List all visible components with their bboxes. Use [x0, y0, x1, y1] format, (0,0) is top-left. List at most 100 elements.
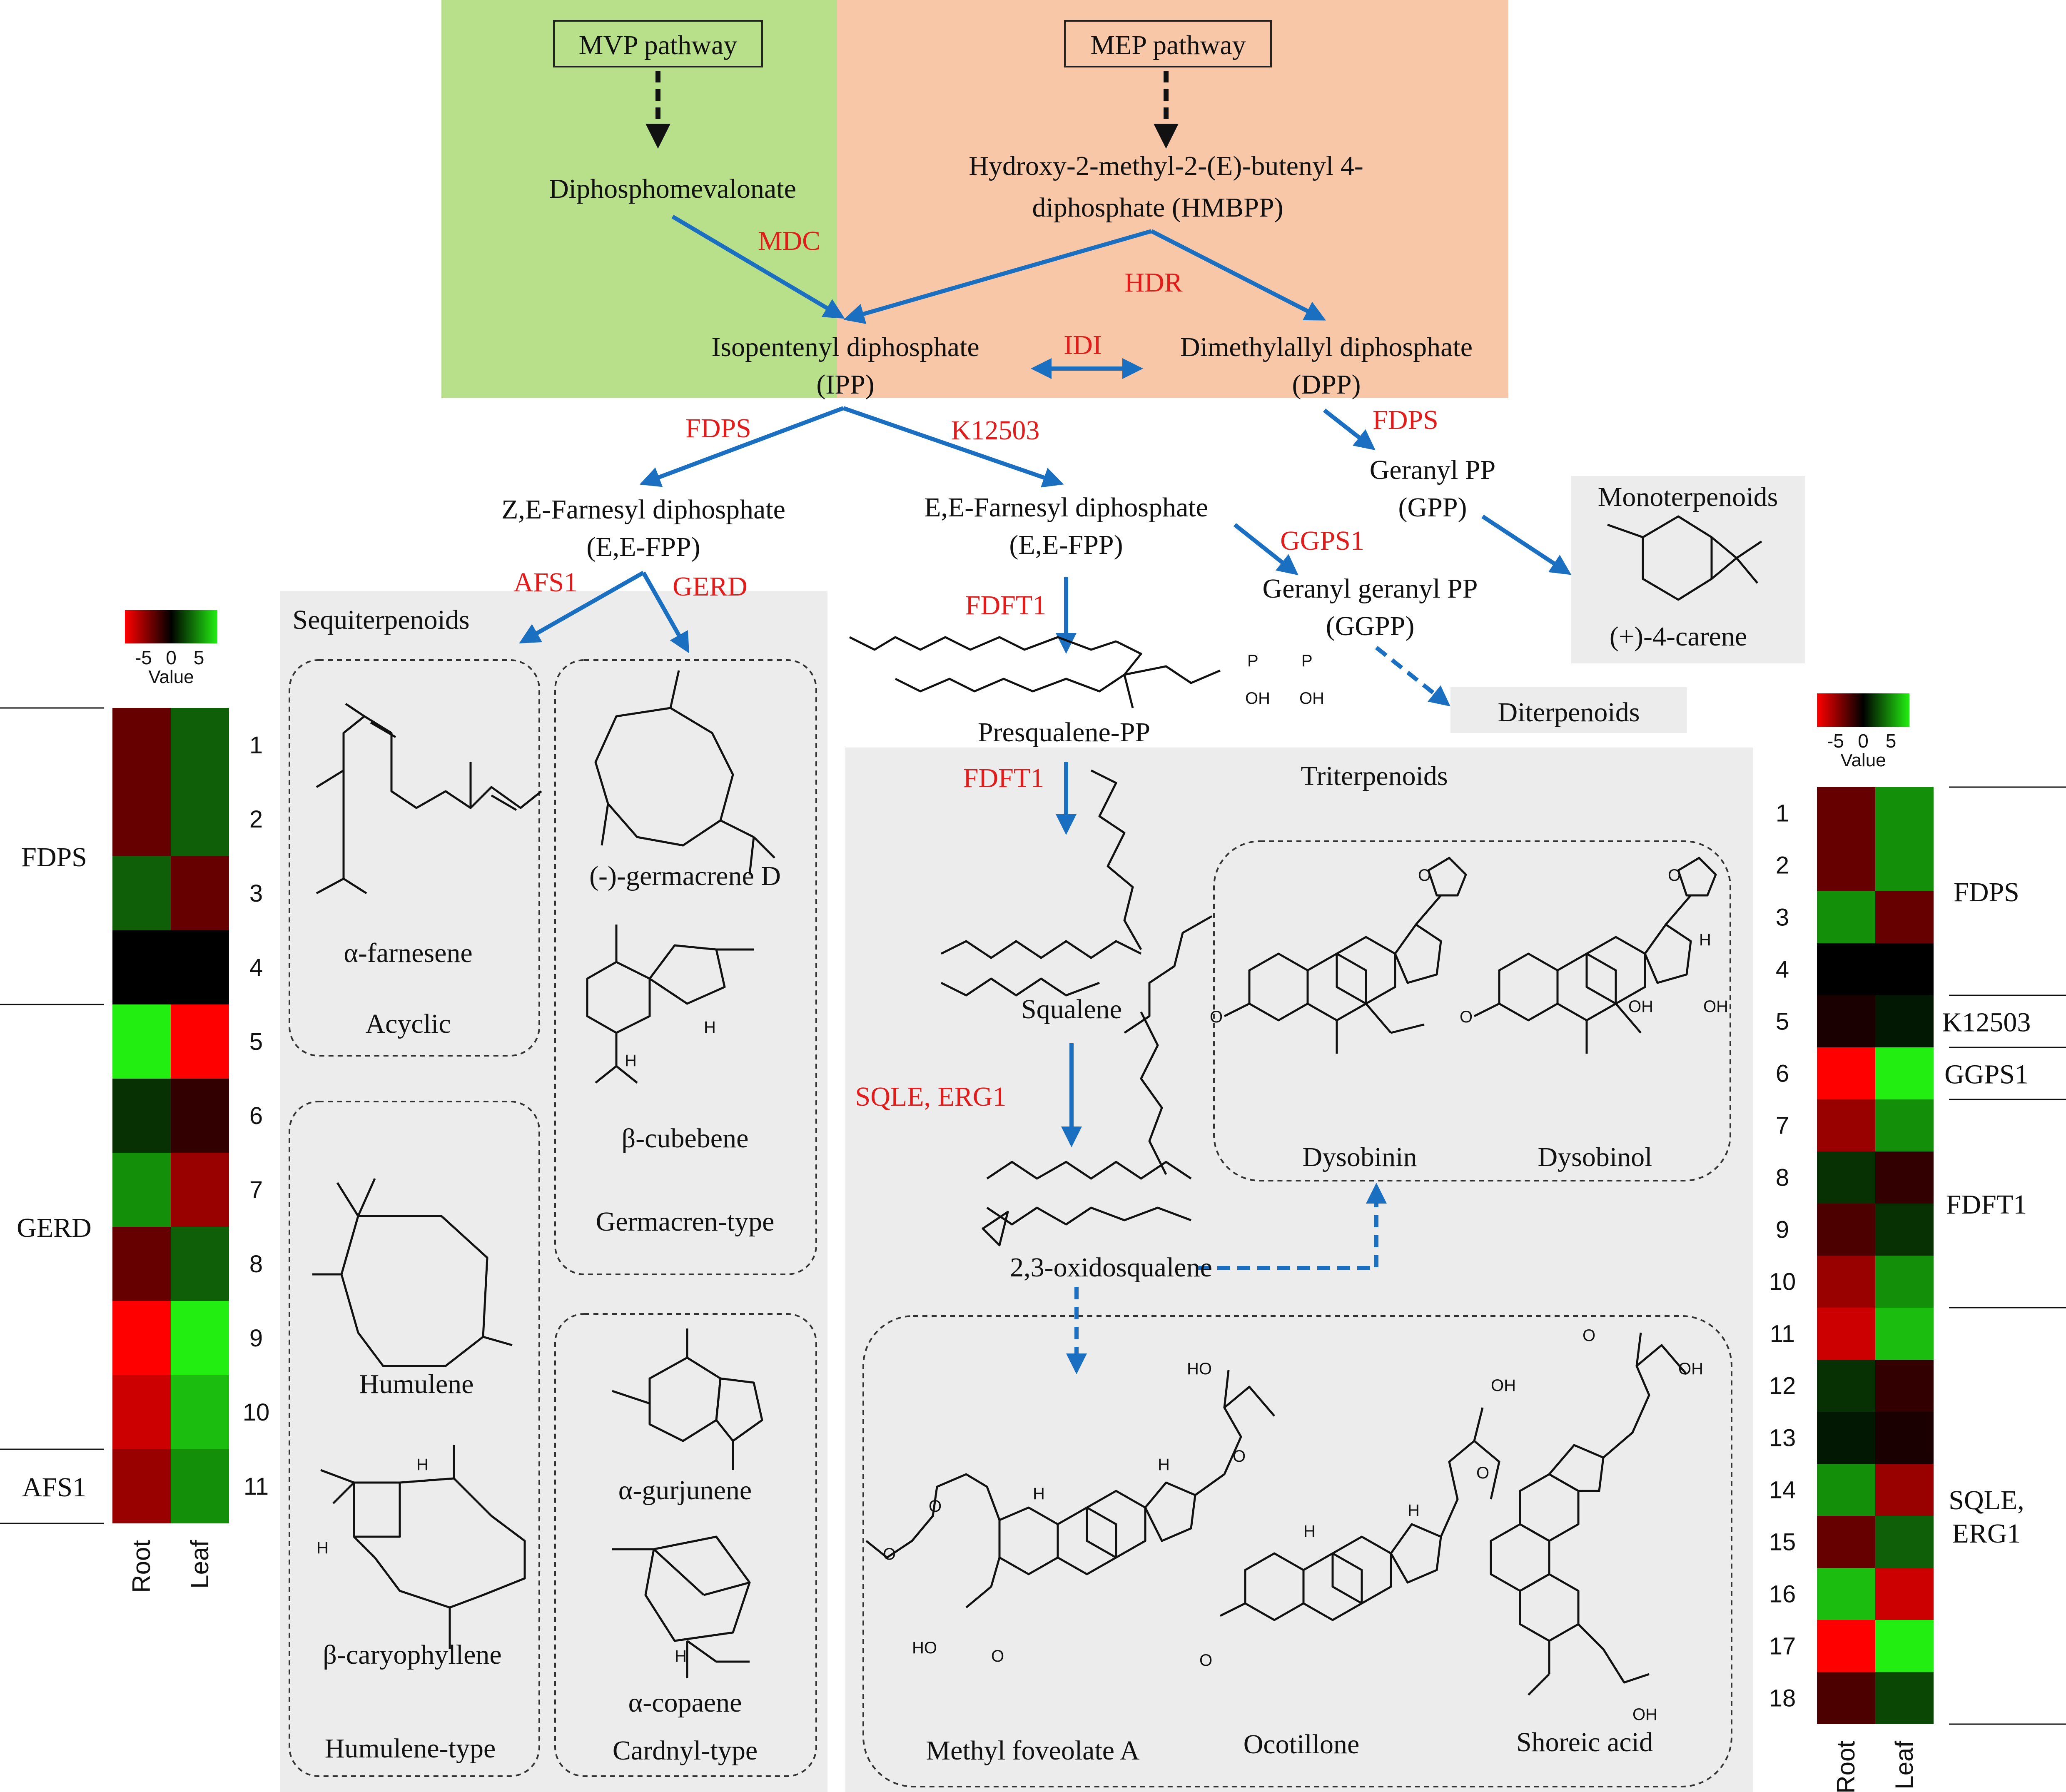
ggpp-label-line2: (GGPP): [1326, 611, 1415, 641]
heatmap-cell: [1875, 1620, 1934, 1672]
enzyme-fdps-ze: FDPS: [685, 413, 751, 444]
acyclic-box: [289, 659, 540, 1057]
atom-label: OH: [1491, 1376, 1516, 1395]
beta-cubebene-structure: [586, 925, 754, 1084]
heatmap-cell: [1875, 1308, 1934, 1360]
alpha-copaene-label: α-copaene: [628, 1687, 742, 1718]
germacren-type-label: Germacren-type: [596, 1206, 775, 1237]
shoreic-acid-structure: [1490, 1332, 1687, 1696]
arrow-fdps-gpp: [1323, 409, 1376, 451]
heatmap-row-label: 7: [249, 1176, 263, 1204]
beta-caryophyllene-structure: [320, 1445, 526, 1649]
enzyme-ggps1: GGPS1: [1280, 526, 1364, 556]
atom-label: H: [1033, 1485, 1045, 1503]
atom-label: P: [1247, 652, 1259, 670]
cardnyl-type-label: Cardnyl-type: [613, 1735, 758, 1766]
atom-label: O: [1460, 1008, 1473, 1026]
heatmap-group-label: AFS1: [22, 1472, 86, 1503]
heatmap-row-label: 18: [1769, 1685, 1796, 1712]
carene-structure: [1607, 515, 1762, 601]
atom-label: HO: [912, 1639, 937, 1657]
heatmap-cell: [171, 1449, 229, 1523]
atom-label: O: [929, 1497, 942, 1515]
atom-label: H: [416, 1456, 429, 1474]
atom-label: O: [1668, 866, 1681, 885]
heatmap-cell: [1875, 839, 1934, 891]
legend-color-bar: [1817, 693, 1909, 727]
methyl-foveolate-label: Methyl foveolate A: [926, 1735, 1140, 1766]
heatmap-row-label: 12: [1769, 1373, 1796, 1400]
humulene-box: [289, 1101, 540, 1777]
heatmap-row-label: 6: [249, 1102, 263, 1129]
heatmap-cell: [112, 1449, 171, 1523]
alpha-farnesene-structure: [316, 703, 542, 895]
atom-label: H: [625, 1052, 637, 1070]
heatmap-cell: [1875, 1256, 1934, 1308]
atom-label: OH: [1628, 997, 1653, 1016]
enzyme-afs1: AFS1: [513, 567, 578, 598]
atom-label: H: [1699, 931, 1711, 949]
heatmap-cell: [112, 782, 171, 856]
squalene-label: Squalene: [1021, 994, 1122, 1024]
heatmap-cell: [1875, 995, 1934, 1047]
mvp-pathway-label: MVP pathway: [579, 30, 738, 60]
heatmap-cell: [1875, 1047, 1934, 1099]
heatmap-row-label: 16: [1769, 1581, 1796, 1608]
atom-label: OH: [1632, 1705, 1657, 1724]
sesquiterpenoid-labels: Sequiterpenoids α-farnesene Acyclic (-)-…: [292, 605, 781, 1766]
heatmap-cell: [1817, 1256, 1875, 1308]
atom-label: O: [1583, 1326, 1595, 1345]
legend-value-label: Value: [1840, 750, 1886, 770]
legend-tick-label: 0: [166, 647, 177, 668]
heatmap-cell: [171, 708, 229, 782]
atom-label: O: [1233, 1447, 1246, 1466]
heatmap-cell: [171, 1079, 229, 1153]
heatmap-cell: [171, 1301, 229, 1375]
heatmap-cell: [112, 708, 171, 782]
legend-tick-label: -5: [1827, 730, 1844, 752]
alpha-gurjunene-label: α-gurjunene: [618, 1475, 752, 1505]
heatmap-row-label: 8: [249, 1251, 263, 1278]
heatmap-row-label: 5: [249, 1028, 263, 1055]
sesquiterpenoids-title: Sequiterpenoids: [292, 605, 469, 635]
heatmap-group-label: FDPS: [1954, 877, 2019, 907]
heatmap-row-label: 9: [249, 1325, 263, 1352]
heatmap-cell: [1817, 1412, 1875, 1464]
heatmap-cell: [1817, 995, 1875, 1047]
beta-cubebene-label: β-cubebene: [622, 1123, 749, 1154]
atom-label: O: [883, 1545, 896, 1563]
heatmap-cell: [112, 930, 171, 1004]
ze-fpp-label-line2: (E,E-FPP): [586, 532, 700, 562]
heatmap-cell: [1817, 1360, 1875, 1412]
atom-label: H: [1158, 1456, 1170, 1474]
atom-label: H: [1408, 1501, 1420, 1520]
enzyme-fdft1-b: FDFT1: [963, 763, 1044, 793]
heatmap-row-label: 2: [1776, 852, 1789, 879]
mep-pathway-box: [1064, 20, 1272, 67]
heatmap-row-label: 5: [1776, 1008, 1789, 1035]
heatmap-cell: [1875, 1360, 1934, 1412]
arrow-gerd: [641, 571, 689, 653]
heatmap-cell: [1875, 1151, 1934, 1204]
heatmap-cell: [112, 1153, 171, 1227]
heatmap-cell: [1817, 1308, 1875, 1360]
heatmap-cell: [1817, 943, 1875, 995]
enzyme-sqle-erg1: SQLE, ERG1: [855, 1082, 1007, 1112]
heatmap-cell: [1817, 839, 1875, 891]
diterpenoids-label: Diterpenoids: [1498, 697, 1640, 728]
enzyme-fdft1-a: FDFT1: [965, 590, 1046, 621]
heatmap-group-label: GGPS1: [1944, 1059, 2029, 1090]
hmbpp-label-line1: Hydroxy-2-methyl-2-(E)-butenyl 4-: [969, 151, 1363, 181]
methyl-foveolate-structure: [865, 1370, 1275, 1608]
dashed-pathway-arrows: [1066, 646, 1450, 1374]
heatmap-cell: [1817, 1620, 1875, 1672]
dysobinol-label: Dysobinol: [1538, 1142, 1652, 1172]
heatmap-group-label: GERD: [17, 1213, 92, 1243]
legend-color-bar: [125, 610, 217, 643]
heatmap-row-label: 9: [1776, 1216, 1789, 1244]
heatmap-cell: [1875, 1672, 1934, 1724]
heatmap-row-label: 17: [1769, 1633, 1796, 1660]
oxidosqualene-label: 2,3-oxidosqualene: [1010, 1252, 1212, 1283]
sesquiterpenoids-panel: [280, 591, 827, 1792]
heatmap-group-label: K12503: [1942, 1007, 2031, 1038]
